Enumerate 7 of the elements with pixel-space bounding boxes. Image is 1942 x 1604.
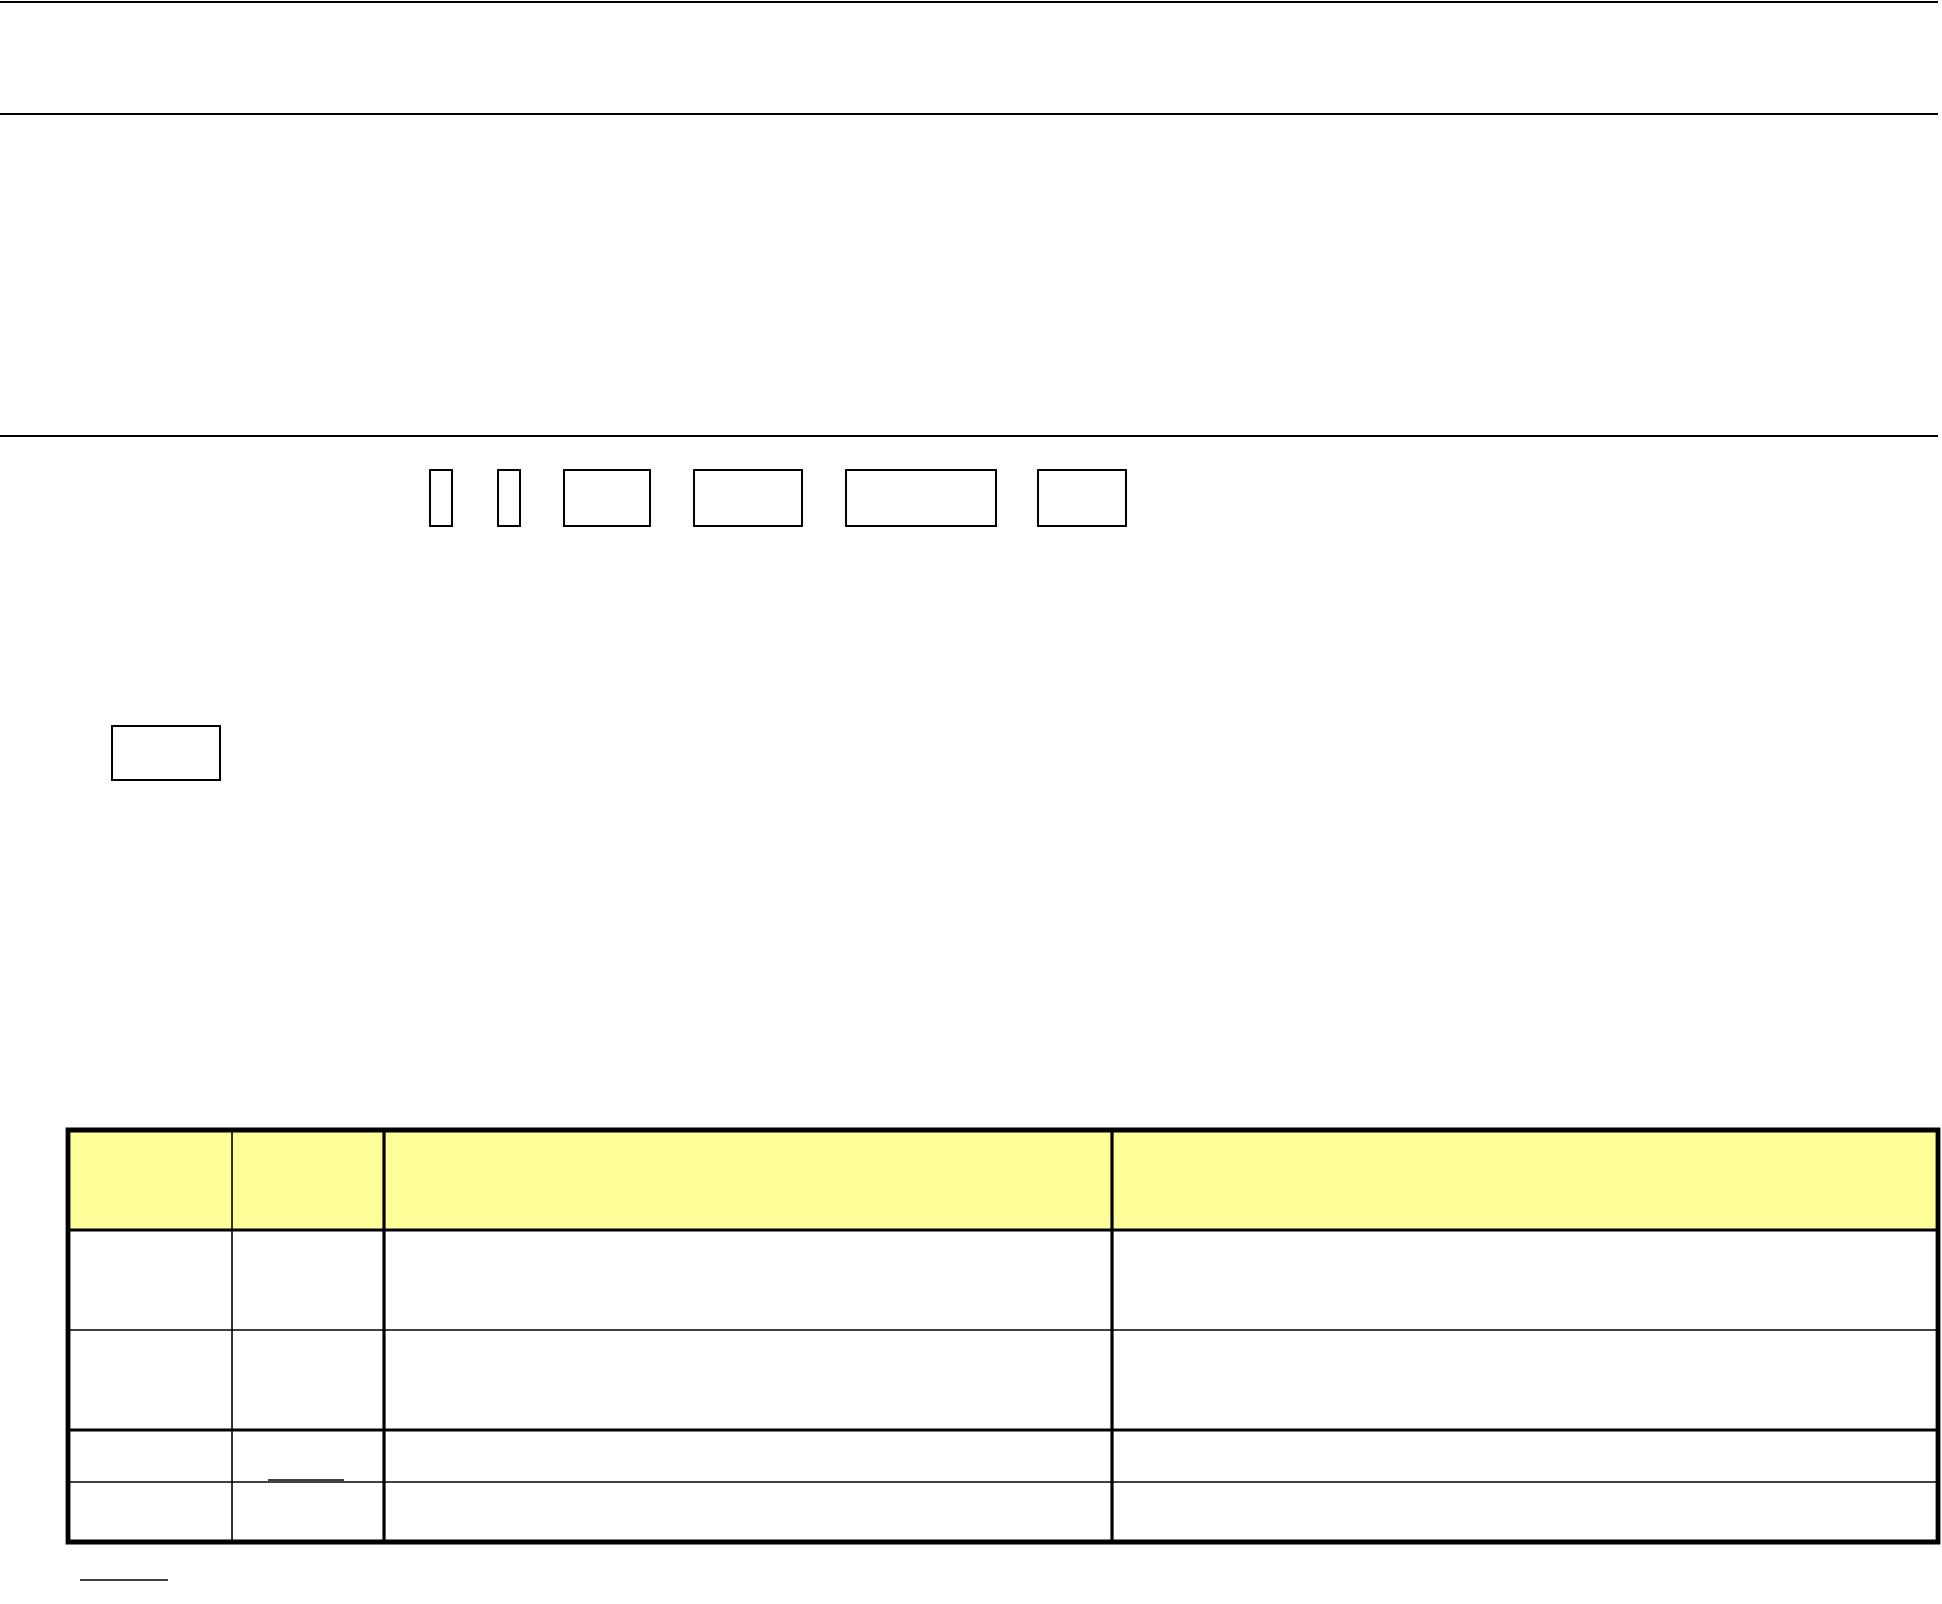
empty-box — [563, 469, 651, 527]
empty-box — [693, 469, 803, 527]
empty-box — [497, 469, 521, 527]
empty-box — [845, 469, 997, 527]
empty-box — [1037, 469, 1127, 527]
empty-box — [111, 725, 221, 781]
empty-box — [429, 469, 453, 527]
